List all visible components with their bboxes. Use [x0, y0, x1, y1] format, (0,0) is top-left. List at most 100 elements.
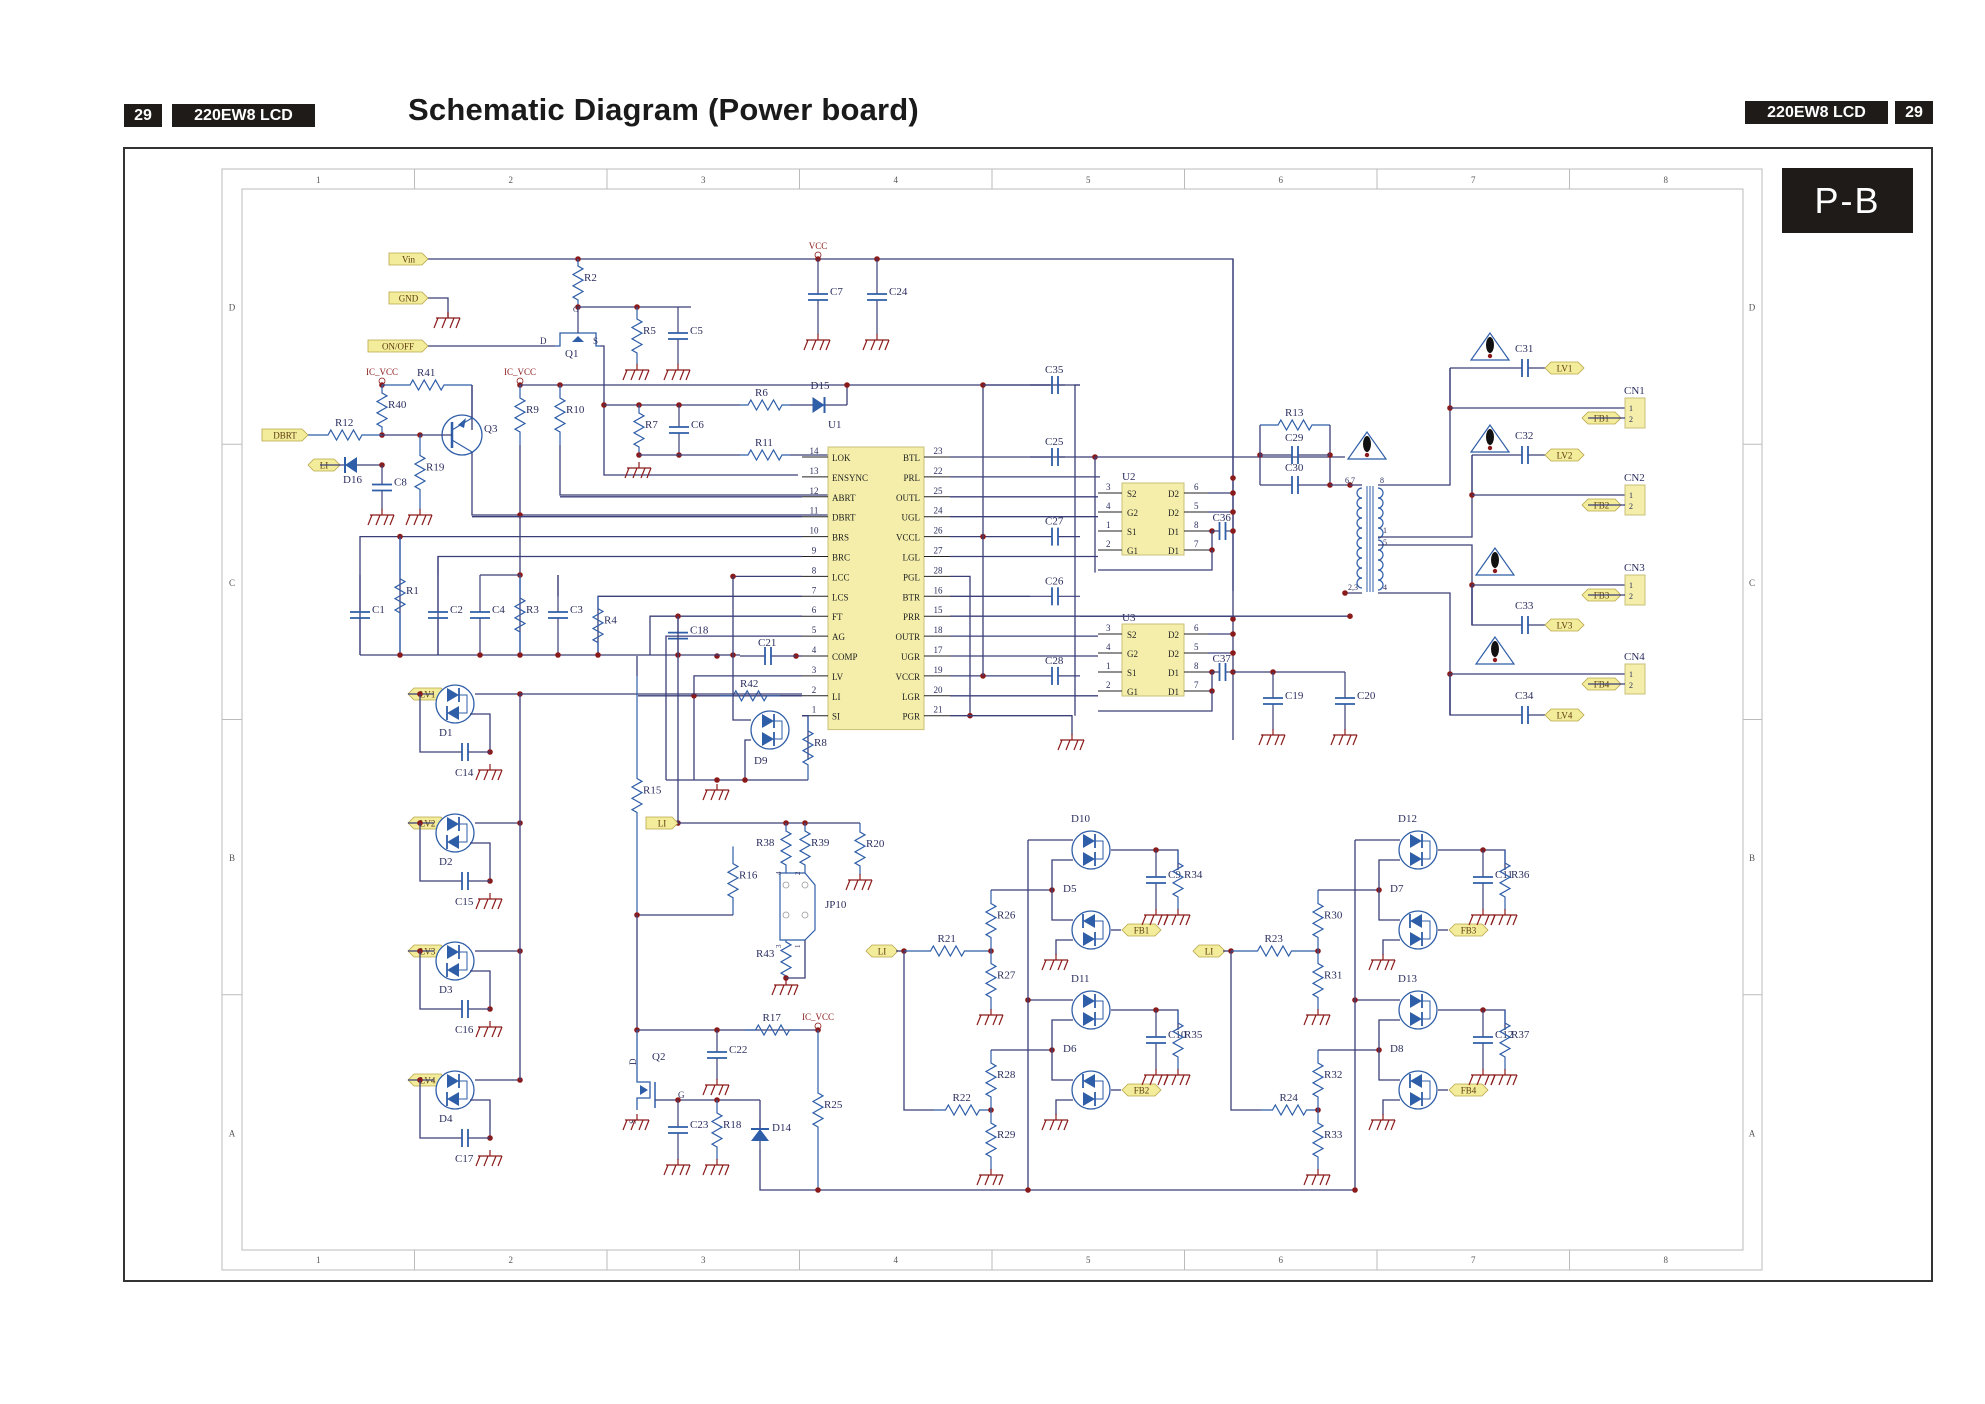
junction-dot — [815, 1187, 821, 1193]
capacitor-C32: C32 — [1505, 430, 1545, 464]
net-label-text: FB2 — [1134, 1086, 1150, 1096]
capacitor-label: C15 — [455, 896, 474, 908]
pin-label: G — [573, 305, 579, 314]
jumper-pin-number: 1 — [794, 944, 802, 948]
connector-pin: 1 — [1629, 491, 1633, 500]
resistor-label: R9 — [526, 404, 539, 416]
resistor-R13: R13 — [1260, 407, 1330, 432]
ic-pin-number: 26 — [934, 526, 944, 536]
resistor-R40: R40 — [375, 385, 407, 435]
power-label-IC_VCC: IC_VCC — [366, 367, 398, 385]
ground-hatch — [992, 1174, 998, 1186]
diode-triangle — [1083, 1012, 1095, 1026]
ic-pin-name: PGL — [903, 572, 920, 582]
ground-hatch — [624, 467, 630, 479]
connector-body — [1624, 397, 1646, 429]
wire — [600, 345, 798, 476]
dual-diode-label: D5 — [1063, 883, 1077, 895]
capacitor-C4: C4 — [470, 575, 505, 655]
ic-pin-name: D1 — [1168, 668, 1179, 678]
ground-hatch — [1338, 734, 1344, 746]
dual-diode-D11: D11 — [1071, 973, 1111, 1030]
resistor-zigzag — [1260, 418, 1330, 432]
ic-pin-name: D1 — [1168, 527, 1179, 537]
net-label-FB2: FB2 — [1121, 1083, 1162, 1097]
ground-hatch — [984, 1014, 990, 1026]
connector-pin: 2 — [1629, 502, 1633, 511]
capacitor-C23: C23 — [668, 1100, 709, 1160]
connector-label: CN2 — [1624, 472, 1645, 484]
diode-triangle — [447, 1092, 459, 1106]
ground-icon — [663, 364, 691, 381]
resistor-label: R33 — [1324, 1129, 1343, 1141]
grid-column-label: 4 — [894, 175, 899, 185]
resistor-label: R4 — [604, 615, 617, 627]
ground-hatch — [1484, 914, 1490, 926]
ground-icon — [622, 364, 650, 381]
diode-triangle — [762, 732, 774, 746]
ground-hatch — [1185, 914, 1191, 926]
ic-pin-number: 19 — [934, 665, 944, 675]
wire — [649, 615, 802, 655]
diode-triangle — [762, 714, 774, 728]
resistor-zigzag — [630, 676, 644, 915]
ic-pin-number: 8 — [1194, 661, 1199, 671]
ic-pin-number: 1 — [1106, 661, 1111, 671]
ic-pin-name: DBRT — [832, 513, 856, 523]
jumper-pin — [782, 881, 790, 889]
ic-pin-name: PRL — [903, 473, 920, 483]
transformer-coil — [1356, 517, 1363, 529]
capacitor-C2: C2 — [428, 575, 463, 655]
ground-hatch — [1163, 1074, 1169, 1086]
dual-diode-label: D3 — [439, 984, 453, 996]
diode-triangle — [1083, 994, 1095, 1008]
resistor-label: R26 — [997, 910, 1016, 922]
ground-hatch — [375, 514, 381, 526]
ic-pin-number: 10 — [810, 526, 820, 536]
transformer-pin: 1 — [1383, 526, 1387, 535]
capacitor-C19: C19 — [1263, 672, 1304, 730]
capacitor-label: C32 — [1515, 430, 1533, 442]
wire — [1111, 1009, 1179, 1030]
connector-body — [1624, 484, 1646, 516]
warning-mark — [1486, 429, 1494, 445]
jumper-pin-number: 2 — [794, 871, 802, 875]
ic-pin-number: 7 — [1194, 680, 1199, 690]
junction-dot — [1230, 616, 1236, 622]
ic-pin-name: S2 — [1127, 630, 1137, 640]
ground-hatch — [1057, 1119, 1063, 1131]
ic-pin-name: VCCL — [896, 533, 920, 543]
ground-hatch — [1330, 734, 1336, 746]
ground-hatch — [644, 369, 650, 381]
dual-diode-link — [459, 694, 468, 714]
resistor-R12: R12 — [308, 417, 382, 442]
grid-column-label: 3 — [701, 1255, 706, 1265]
wire — [470, 842, 491, 881]
capacitor-C21: C21 — [740, 637, 796, 665]
ground-hatch — [1063, 1119, 1069, 1131]
resistor-label: R12 — [335, 417, 353, 429]
ground-hatch — [793, 984, 799, 996]
wire — [1098, 550, 1213, 571]
net-label-shape — [645, 816, 679, 830]
resistor-zigzag — [984, 890, 998, 951]
transformer-coil — [1356, 527, 1363, 539]
capacitor-label: C19 — [1285, 690, 1304, 702]
ic-pin-name: LV — [832, 672, 844, 682]
net-label-shape — [1544, 618, 1585, 632]
capacitor-label: C23 — [690, 1119, 709, 1131]
ic-pin-name: D1 — [1168, 687, 1179, 697]
resistor-zigzag — [591, 596, 605, 655]
capacitor-C33: C33 — [1505, 600, 1545, 634]
wire — [1378, 368, 1451, 486]
ground-hatch — [992, 1014, 998, 1026]
transformer-coil — [1377, 487, 1384, 499]
page-title: Schematic Diagram (Power board) — [408, 92, 919, 127]
mosfet-arrow — [640, 1085, 648, 1095]
mosfet-arrow — [572, 336, 584, 342]
capacitor-label: C35 — [1045, 364, 1064, 376]
ground-hatch — [1171, 914, 1177, 926]
transformer-coil — [1356, 557, 1363, 569]
dual-diode-D9: D9 — [750, 710, 790, 767]
